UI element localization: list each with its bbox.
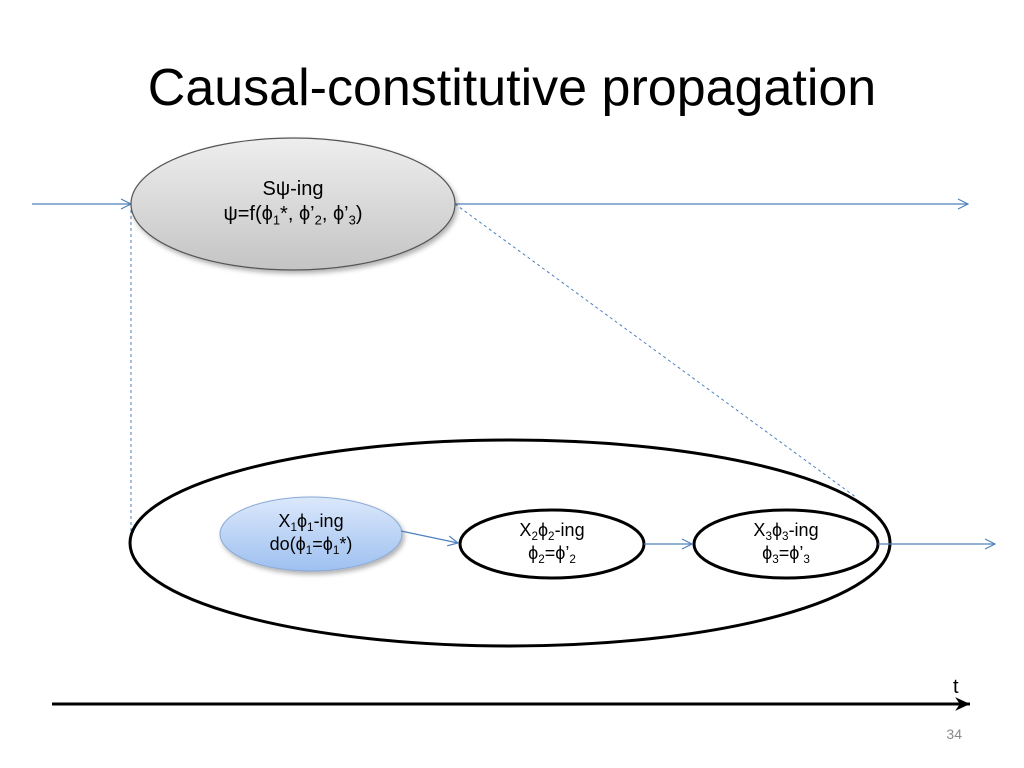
page-number: 34 <box>946 726 962 742</box>
slide-title: Causal-constitutive propagation <box>147 59 877 117</box>
x2-node-line2: ϕ2=ϕ’2 <box>528 542 576 566</box>
time-axis-label: t <box>953 676 959 698</box>
x3-node-line1: X3ϕ3-ing <box>753 520 819 544</box>
x2-node-line1: X2ϕ2-ing <box>519 520 585 544</box>
x2-node-label: X2ϕ2-ing ϕ2=ϕ’2 <box>482 519 622 566</box>
top-node-label: Sψ-ing ψ=f(ϕ1*, ϕ’2, ϕ’3) <box>193 177 393 227</box>
x1-node-ellipse <box>219 496 403 572</box>
psi-symbol: ψ <box>275 178 291 200</box>
top-node-line2: ψ=f(ϕ1*, ϕ’2, ϕ’3) <box>223 203 363 228</box>
x3-node-label: X3ϕ3-ing ϕ3=ϕ’3 <box>716 519 856 566</box>
x3-node-line2: ϕ3=ϕ’3 <box>762 542 810 566</box>
dashed-line-right <box>454 203 858 499</box>
top-node-line1: Sψ-ing <box>262 178 324 200</box>
x1-node-label: X1ϕ1-ing do(ϕ1=ϕ1*) <box>231 510 391 557</box>
arrow-x1-to-x2 <box>400 530 458 543</box>
x1-node-line2: do(ϕ1=ϕ1*) <box>269 533 353 557</box>
x1-node-line1: X1ϕ1-ing <box>278 511 344 535</box>
top-node-ellipse <box>130 137 456 271</box>
